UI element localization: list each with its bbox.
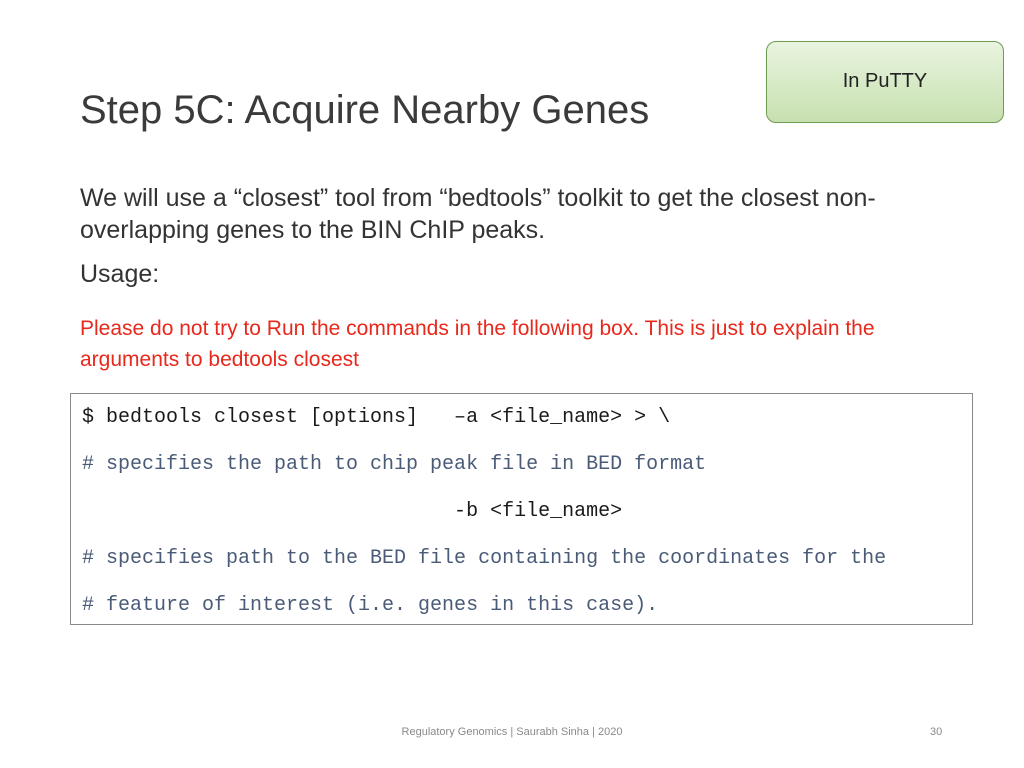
in-putty-badge: In PuTTY	[766, 41, 1004, 123]
warning-text: Please do not try to Run the commands in…	[80, 317, 875, 371]
code-line-command-b: -b <file_name>	[82, 500, 623, 523]
intro-paragraph: We will use a “closest” tool from “bedto…	[80, 184, 876, 244]
usage-label: Usage:	[80, 260, 160, 288]
slide-title: Step 5C: Acquire Nearby Genes	[80, 88, 650, 132]
code-line-comment-a: # specifies the path to chip peak file i…	[82, 453, 707, 476]
footer-text: Regulatory Genomics | Saurabh Sinha | 20…	[401, 726, 623, 738]
code-line-comment-b2: # feature of interest (i.e. genes in thi…	[82, 594, 659, 617]
code-line-command-a: $ bedtools closest [options] –a <file_na…	[82, 406, 671, 429]
badge-label: In PuTTY	[842, 70, 928, 92]
code-box: $ bedtools closest [options] –a <file_na…	[70, 393, 973, 625]
code-line-comment-b1: # specifies path to the BED file contain…	[82, 547, 887, 570]
page-number: 30	[930, 726, 943, 738]
